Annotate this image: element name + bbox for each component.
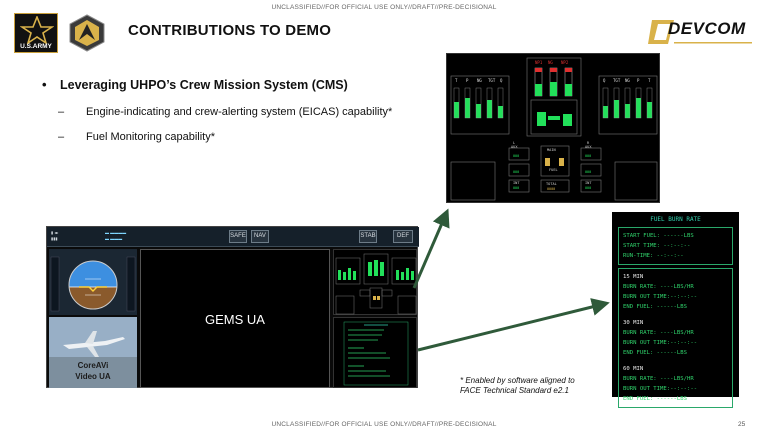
end-fuel-line: END FUEL: ------LBS <box>623 396 687 402</box>
svg-text:TGT: TGT <box>613 78 621 83</box>
bullet-sub-eicas: Engine-indicating and crew-alerting syst… <box>56 106 392 118</box>
footnote: * Enabled by software aligned to FACE Te… <box>460 376 575 396</box>
svg-text:TGT: TGT <box>488 78 496 83</box>
video-feed: CoreAVi Video UA <box>49 317 137 388</box>
burn-out-line: BURN OUT TIME:--:--:-- <box>623 340 698 346</box>
slide-title: CONTRIBUTIONS TO DEMO <box>128 22 332 39</box>
army-logo-text: U.S.ARMY <box>20 43 52 50</box>
svg-text:L: L <box>513 141 515 145</box>
svg-text:NG: NG <box>548 60 553 65</box>
burn-rate-line: BURN RATE: ----LBS/HR <box>623 376 694 382</box>
svg-text:FUEL: FUEL <box>549 168 558 172</box>
svg-text:MAIN: MAIN <box>547 148 556 152</box>
svg-text:000: 000 <box>513 170 519 174</box>
arrow-to-eicas <box>412 208 450 289</box>
page-number: 25 <box>738 421 746 428</box>
run-time-line: RUN-TIME: --:--:-- <box>623 253 684 259</box>
svg-text:NP1: NP1 <box>535 60 543 65</box>
svg-text:T: T <box>648 78 651 83</box>
mini-eicas-pane <box>333 249 417 315</box>
footnote-line1: * Enabled by software aligned to <box>460 376 575 385</box>
mini-fuel-pane <box>333 317 417 388</box>
burn-rate-line: BURN RATE: ----LBS/HR <box>623 284 694 290</box>
burn-rate-line: BURN RATE: ----LBS/HR <box>623 330 694 336</box>
svg-text:P: P <box>466 78 469 83</box>
svg-text:P: P <box>637 78 640 83</box>
toolbar-def-button[interactable]: DEF <box>393 230 413 243</box>
svg-text:R: R <box>587 141 590 145</box>
svg-text:000: 000 <box>585 186 591 190</box>
devcom-swoosh-icon <box>648 20 752 44</box>
devcom-logo: DEVCOM <box>648 16 756 48</box>
devcom-wordmark: DEVCOM <box>668 19 746 38</box>
gems-ua-label: GEMS UA <box>205 312 265 327</box>
section-heading: 15 MIN <box>623 274 644 280</box>
gems-ua-pane: GEMS UA <box>140 249 330 388</box>
bullet-sub-fuel: Fuel Monitoring capability* <box>56 131 392 143</box>
fuel-section-15: 15 MIN BURN RATE: ----LBS/HR BURN OUT TI… <box>618 268 733 408</box>
svg-text:NP2: NP2 <box>561 60 569 65</box>
svg-text:AUX: AUX <box>585 145 592 149</box>
arrow-to-fuel <box>417 298 610 352</box>
army-star-icon <box>20 16 54 44</box>
end-fuel-line: END FUEL: ------LBS <box>623 304 687 310</box>
start-fuel-line: START FUEL: ------LBS <box>623 233 694 239</box>
footnote-line2: FACE Technical Standard e2.1 <box>460 386 569 395</box>
svg-text:INT: INT <box>513 181 520 185</box>
classification-banner-bottom: UNCLASSIFIED//FOR OFFICIAL USE ONLY//DRA… <box>271 421 497 428</box>
toolbar-safe-button[interactable]: SAFE <box>229 230 247 243</box>
svg-text:000: 000 <box>585 170 591 174</box>
fuel-panel-title: FUEL BURN RATE <box>650 216 701 223</box>
end-fuel-line: END FUEL: ------LBS <box>623 350 687 356</box>
attitude-indicator <box>49 249 137 315</box>
svg-text:000: 000 <box>513 154 519 158</box>
svg-text:NG: NG <box>477 78 482 83</box>
svg-text:Q: Q <box>603 78 606 83</box>
svg-text:NG: NG <box>625 78 630 83</box>
attitude-indicator-graphic <box>49 249 137 315</box>
bullet-list: Leveraging UHPO’s Crew Mission System (C… <box>42 77 392 143</box>
us-army-logo: U.S.ARMY <box>14 13 58 53</box>
svg-text:AUX: AUX <box>511 145 518 149</box>
svg-text:000: 000 <box>585 154 591 158</box>
toolbar-nav-button[interactable]: NAV <box>251 230 269 243</box>
toolbar-stab-button[interactable]: STAB <box>359 230 377 243</box>
uav-video-image <box>49 317 137 388</box>
classification-banner-top: UNCLASSIFIED//FOR OFFICIAL USE ONLY//DRA… <box>271 4 497 11</box>
start-time-line: START TIME: --:--:-- <box>623 243 691 249</box>
fuel-burn-rate-display: FUEL BURN RATE START FUEL: ------LBS STA… <box>612 212 739 408</box>
futures-command-logo <box>69 14 105 52</box>
cms-toolbar: ▮ ◂▸▮▮▮ ▬ ▬▬▬▬▬ ▬▬▬ SAFE NAV STAB DEF <box>47 227 419 247</box>
section-heading: 60 MIN <box>623 366 644 372</box>
video-label-line2: Video UA <box>75 372 111 381</box>
svg-text:Q: Q <box>500 78 503 83</box>
svg-text:INT: INT <box>585 181 592 185</box>
svg-text:T: T <box>455 78 458 83</box>
toolbar-status-lines: ▬ ▬▬▬▬▬ ▬▬▬ <box>105 230 127 241</box>
svg-text:0000: 0000 <box>547 187 555 191</box>
mini-eicas-graphic <box>335 253 417 315</box>
toolbar-status-block: ▮ ◂▸▮▮▮ <box>51 230 59 241</box>
burn-out-line: BURN OUT TIME:--:--:-- <box>623 386 698 392</box>
demo-screenshot: ▮ ◂▸▮▮▮ ▬ ▬▬▬▬▬ ▬▬▬ SAFE NAV STAB DEF <box>46 226 419 388</box>
bullet-main: Leveraging UHPO’s Crew Mission System (C… <box>42 77 392 92</box>
video-label-line1: CoreAVi <box>77 361 109 370</box>
fuel-start-box: START FUEL: ------LBS START TIME: --:--:… <box>618 227 733 265</box>
section-heading: 30 MIN <box>623 320 644 326</box>
svg-text:TOTAL: TOTAL <box>546 182 557 186</box>
burn-out-line: BURN OUT TIME:--:--:-- <box>623 294 698 300</box>
svg-text:000: 000 <box>513 186 519 190</box>
mini-fuel-graphic <box>343 321 409 386</box>
